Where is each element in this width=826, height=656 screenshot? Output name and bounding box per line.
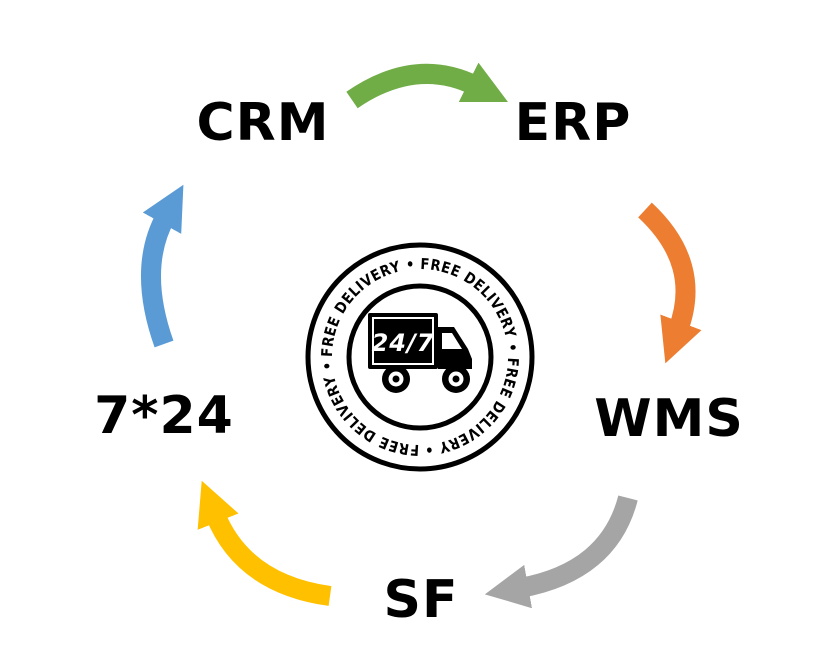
truck-front-wheel xyxy=(442,365,470,393)
arrow-erp-to-wms xyxy=(638,202,702,364)
node-label-crm: CRM xyxy=(197,93,330,153)
truck-rear-wheel xyxy=(382,365,410,393)
free-delivery-badge: FREE DELIVERY • FREE DELIVERY • FREE DEL… xyxy=(305,242,535,472)
node-label-sf: SF xyxy=(384,570,459,630)
truck-cab-window xyxy=(442,333,462,349)
truck-24-7-label: 24/7 xyxy=(372,329,435,357)
node-label-wms: WMS xyxy=(594,389,744,449)
arrow-sf-to-724 xyxy=(197,480,332,606)
node-label-erp: ERP xyxy=(515,93,632,153)
arrow-wms-to-sf xyxy=(484,495,638,609)
delivery-truck-icon: 24/7 xyxy=(368,313,472,393)
node-label-724: 7*24 xyxy=(94,386,234,446)
arrow-crm-to-erp xyxy=(346,62,508,109)
arrow-724-to-crm xyxy=(141,184,184,348)
truck-cargo-box-frame xyxy=(372,317,434,365)
truck-cargo-box xyxy=(368,313,438,369)
